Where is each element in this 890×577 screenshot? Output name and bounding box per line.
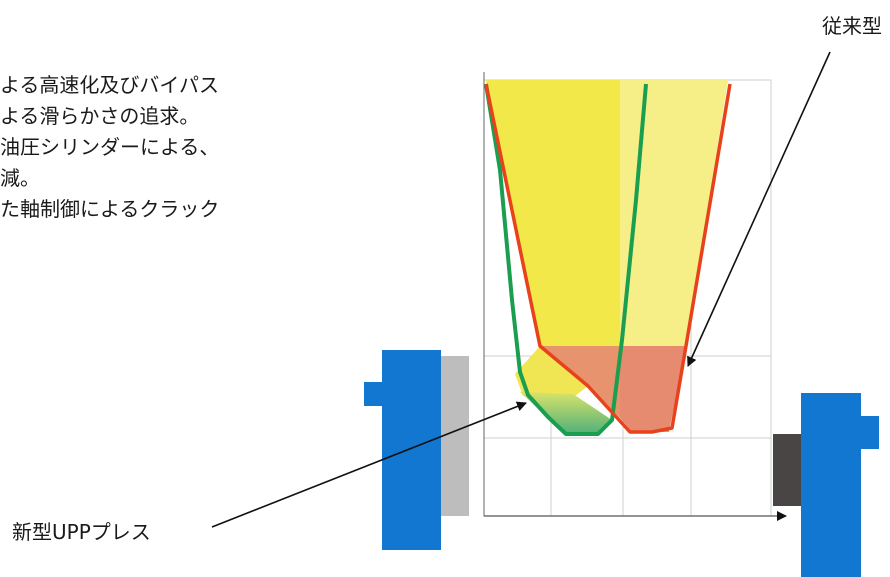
conventional-outline	[484, 83, 732, 434]
new-upp-press-label: 新型UPPプレス	[12, 520, 151, 544]
right-die	[773, 393, 879, 577]
description-line-5: た軸制御によるクラック	[0, 197, 220, 221]
new-upp-outline	[484, 83, 648, 436]
description-line-2: よる滑らかさの追求。	[0, 104, 200, 128]
description-line-1: よる高速化及びバイパス	[0, 73, 219, 97]
new-upp-punch	[486, 80, 620, 436]
new-upp-callout-arrow	[211, 401, 527, 528]
conventional-callout-arrow	[687, 51, 831, 367]
description-line-3: 油圧シリンダーによる、	[0, 135, 220, 159]
description-text: よる高速化及びバイパス よる滑らかさの追求。 油圧シリンダーによる、 減。 た軸…	[0, 70, 330, 225]
left-die	[364, 350, 469, 550]
conventional-label: 従来型	[822, 14, 882, 38]
conventional-punch	[620, 80, 728, 432]
description-line-4: 減。	[0, 166, 40, 190]
